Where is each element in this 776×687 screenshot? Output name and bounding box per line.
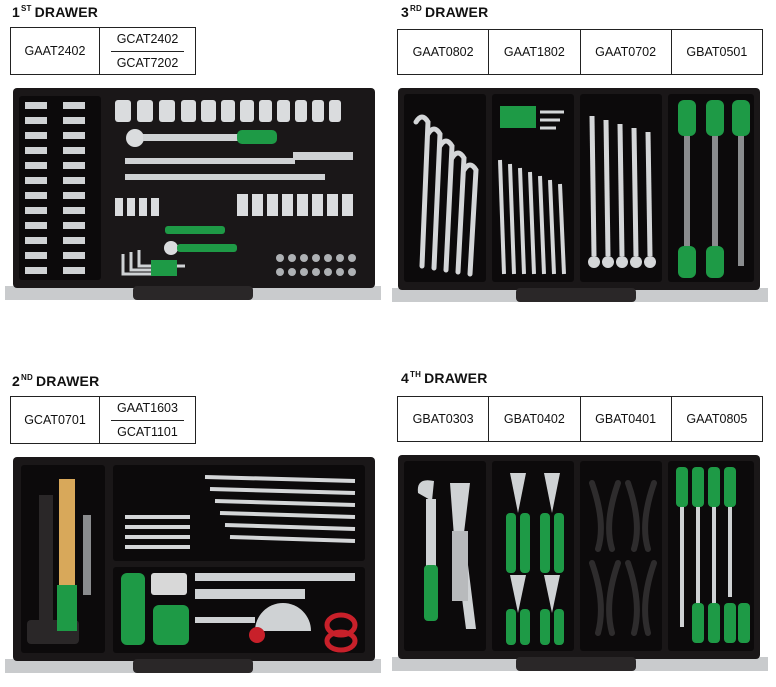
code-cell: GCAT7202 [116,55,179,70]
code-cell: GAAT0702 [581,30,672,74]
code-cell: GAAT1802 [489,30,581,74]
code-cell: GAAT1603 [111,397,184,421]
code-cell: GCAT1101 [117,424,178,439]
code-cell: GCAT2402 [110,28,185,52]
drawer-4-code-table: GBAT0303 GBAT0402 GBAT0401 GAAT0805 [397,396,763,442]
code-cell: GBAT0402 [489,397,581,441]
drawer-4-photo [392,453,768,675]
drawer-3-photo [392,86,768,306]
code-cell: GCAT0701 [11,397,100,443]
drawer-1-code-table: GAAT2402 GCAT2402 GCAT7202 [10,27,196,75]
code-cell: GAAT2402 [11,28,100,74]
code-cell: GBAT0303 [398,397,490,441]
drawer-2-photo [5,455,381,677]
code-cell: GBAT0401 [581,397,672,441]
drawer-2-code-table: GCAT0701 GAAT1603 GCAT1101 [10,396,196,444]
code-cell: GAAT0805 [686,412,748,426]
code-cell: GBAT0501 [686,45,748,59]
drawer-3-code-table: GAAT0802 GAAT1802 GAAT0702 GBAT0501 [397,29,763,75]
code-cell: GAAT0802 [398,30,490,74]
drawer-1-photo [5,86,381,304]
